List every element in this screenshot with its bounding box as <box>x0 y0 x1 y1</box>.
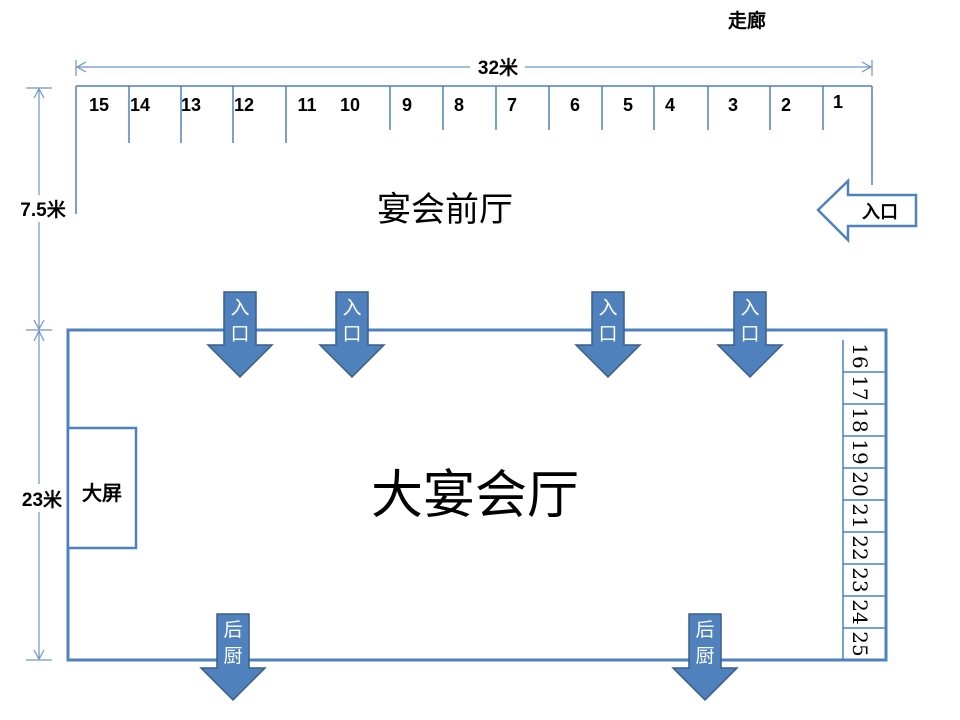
hall-entrance-arrow-3-label: 入 <box>598 297 617 319</box>
hall-entrance-arrow-1-label: 入 <box>230 297 249 319</box>
booth-number-8: 8 <box>454 95 464 115</box>
booth-number-2: 2 <box>781 95 791 115</box>
hall-entrance-arrow-4: 入口 <box>716 291 784 379</box>
booth-number-10: 10 <box>340 95 360 115</box>
booth-number-25: 25 <box>848 631 872 656</box>
booth-number-7: 7 <box>507 95 517 115</box>
hall-entrance-arrow-4-label: 口 <box>740 323 759 345</box>
booth-number-4: 4 <box>665 95 675 115</box>
kitchen-arrow-1: 后厨 <box>199 613 267 702</box>
booth-number-18: 18 <box>848 407 872 432</box>
booth-number-12: 12 <box>234 95 254 115</box>
top-booth-labels: 15 14 13 12 11 10 9 8 7 6 5 4 3 2 1 <box>89 92 843 115</box>
foyer-title: 宴会前厅 <box>377 190 513 230</box>
hall-entrance-arrow-1-label: 口 <box>230 323 249 345</box>
booth-number-21: 21 <box>848 503 872 528</box>
booth-number-19: 19 <box>848 439 872 464</box>
booth-number-15: 15 <box>89 95 109 115</box>
side-booth-dividers <box>843 371 886 629</box>
foyer-entrance-label: 入口 <box>862 202 898 222</box>
booth-number-9: 9 <box>402 95 412 115</box>
hall-entrance-arrow-2-label: 入 <box>342 297 361 319</box>
hall-entrance-arrow-3-label: 口 <box>598 323 617 345</box>
width-dimension <box>75 60 873 76</box>
kitchen-arrow-1-label: 厨 <box>223 645 242 667</box>
booth-number-3: 3 <box>728 95 738 115</box>
booth-number-13: 13 <box>181 95 201 115</box>
booth-number-23: 23 <box>848 567 872 592</box>
hall-entrance-arrow-2-label: 口 <box>342 323 361 345</box>
booth-number-6: 6 <box>570 95 580 115</box>
corridor-label: 走廊 <box>728 9 766 32</box>
booth-number-20: 20 <box>848 471 872 496</box>
big-screen <box>66 426 138 550</box>
booth-number-11: 11 <box>297 95 316 115</box>
hall-title: 大宴会厅 <box>371 466 579 526</box>
foyer-entrance-arrow <box>816 178 918 244</box>
hall-entrance-arrow-4-label: 入 <box>740 297 759 319</box>
kitchen-arrow-1-label: 后 <box>223 619 242 641</box>
foyer-depth-label: 7.5米 <box>20 198 66 221</box>
hall-depth-label: 23米 <box>22 488 63 511</box>
hall-entrance-arrow-3: 入口 <box>574 291 642 379</box>
booth-number-5: 5 <box>623 95 633 115</box>
side-booth-labels: 16 17 18 19 20 21 22 23 24 25 <box>848 343 872 656</box>
kitchen-arrow-2-label: 厨 <box>695 645 714 667</box>
booth-number-22: 22 <box>848 535 872 560</box>
kitchen-arrow-2: 后厨 <box>671 613 739 702</box>
top-booth-strip <box>75 85 873 214</box>
booth-number-1: 1 <box>833 92 843 112</box>
booth-number-17: 17 <box>848 375 872 400</box>
kitchen-arrow-2-label: 后 <box>695 619 714 641</box>
big-screen-label: 大屏 <box>82 482 122 505</box>
booth-number-16: 16 <box>848 343 872 368</box>
hall-entrance-arrow-1: 入口 <box>206 291 274 379</box>
width-label: 32米 <box>478 56 519 79</box>
depth-dimension <box>26 87 52 661</box>
booth-number-24: 24 <box>848 599 872 624</box>
hall-entrance-arrow-2: 入口 <box>318 291 386 379</box>
top-booth-dividers <box>128 86 824 143</box>
booth-number-14: 14 <box>130 95 150 115</box>
